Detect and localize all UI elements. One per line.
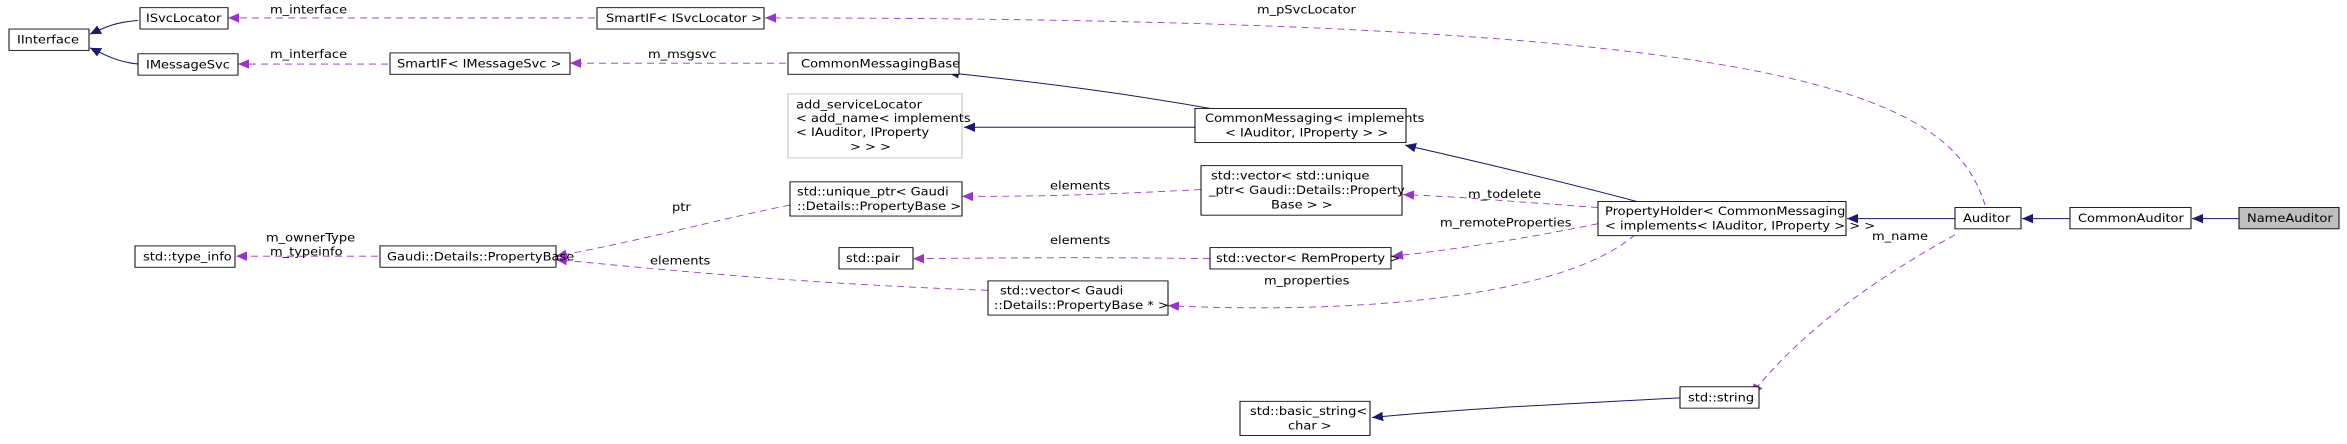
edge-label-m-psvclocator: m_pSvcLocator: [1257, 4, 1356, 17]
class-node-isvclocator[interactable]: ISvcLocator: [139, 7, 229, 30]
edge-label-m-properties: m_properties: [1264, 274, 1349, 287]
svg-text:std::vector< Gaudi: std::vector< Gaudi: [1000, 284, 1123, 297]
edge-labels: m_interface m_interface m_pSvcLocator m_…: [266, 4, 1928, 288]
svg-text:char >: char >: [1288, 419, 1332, 432]
svg-text:CommonMessaging< implements: CommonMessaging< implements: [1205, 112, 1424, 125]
edge-label-m-todelete: m_todelete: [1468, 188, 1541, 201]
svg-text:< IAuditor, IProperty > >: < IAuditor, IProperty > >: [1225, 127, 1388, 140]
svg-text:std::type_info: std::type_info: [143, 250, 232, 263]
class-node-add-servicelocator[interactable]: add_serviceLocator < add_name< implement…: [787, 93, 971, 159]
edge-vector-propertybase-ptr-to-propertybase: [555, 255, 989, 291]
svg-text:::Details::PropertyBase >: ::Details::PropertyBase >: [797, 200, 961, 213]
svg-text:add_serviceLocator: add_serviceLocator: [796, 98, 922, 111]
class-node-propertybase[interactable]: Gaudi::Details::PropertyBase: [379, 245, 574, 268]
svg-text:Gaudi::Details::PropertyBase: Gaudi::Details::PropertyBase: [387, 250, 574, 263]
class-node-nameauditor[interactable]: NameAuditor: [2238, 207, 2340, 230]
edge-label-m-name: m_name: [1872, 230, 1928, 243]
svg-text:::Details::PropertyBase * >: ::Details::PropertyBase * >: [994, 299, 1169, 312]
class-node-auditor[interactable]: Auditor: [1954, 207, 2022, 230]
nodes: IInterface ISvcLocator IMessageSvc Smart…: [8, 7, 2340, 436]
edge-label-elements: elements: [1050, 234, 1110, 247]
svg-text:std::vector< std::unique: std::vector< std::unique: [1211, 169, 1369, 182]
edge-label-ptr: ptr: [672, 201, 691, 214]
svg-text:std::unique_ptr< Gaudi: std::unique_ptr< Gaudi: [797, 185, 949, 198]
svg-text:< implements< IAuditor, IPrope: < implements< IAuditor, IProperty > > >: [1605, 220, 1875, 233]
svg-text:NameAuditor: NameAuditor: [2247, 212, 2333, 225]
class-node-unique-ptr-propertybase[interactable]: std::unique_ptr< Gaudi ::Details::Proper…: [789, 181, 963, 217]
edge-label-m-interface: m_interface: [270, 4, 347, 17]
class-node-vector-remproperty[interactable]: std::vector< RemProperty >: [1209, 247, 1400, 270]
edge-vector-uniqueptr-to-uniqueptr: [961, 189, 1202, 202]
edge-label-m-remoteproperties: m_remoteProperties: [1440, 216, 1572, 229]
class-node-imessagesvc[interactable]: IMessageSvc: [137, 53, 239, 76]
edge-label-m-interface: m_interface: [270, 48, 347, 61]
svg-text:CommonMessagingBase: CommonMessagingBase: [801, 57, 960, 70]
edge-propertyholder-to-vector-remproperty: [1391, 223, 1599, 260]
edge-auditor-to-stdstring: [1751, 234, 1956, 394]
svg-text:< add_name< implements: < add_name< implements: [796, 112, 971, 125]
svg-text:PropertyHolder< CommonMessagin: PropertyHolder< CommonMessaging: [1605, 205, 1845, 218]
class-node-commonmessaging[interactable]: CommonMessaging< implements < IAuditor, …: [1194, 108, 1424, 144]
class-node-commonauditor[interactable]: CommonAuditor: [2069, 207, 2192, 230]
edge-uniqueptr-to-propertybase: [555, 204, 791, 259]
svg-text:std::string: std::string: [1688, 391, 1754, 404]
class-node-std-type-info[interactable]: std::type_info: [134, 245, 236, 268]
svg-text:ISvcLocator: ISvcLocator: [146, 12, 221, 25]
edge-label-m-typeinfo: m_typeinfo: [270, 245, 343, 258]
class-node-smartif-isvclocator[interactable]: SmartIF< ISvcLocator >: [596, 7, 765, 30]
edge-imessagesvc-to-iinterface: [89, 47, 139, 65]
edge-stdstring-to-basicstring: [1371, 397, 1681, 422]
class-node-iinterface[interactable]: IInterface: [8, 28, 90, 51]
class-node-commonmessagingbase[interactable]: CommonMessagingBase: [787, 52, 960, 75]
edge-commonmessaging-to-commonmessagingbase: [947, 69, 1226, 112]
edge-auditor-to-smartif-isvclocator: [764, 13, 1986, 206]
class-node-std-pair[interactable]: std::pair: [838, 247, 914, 270]
svg-text:std::pair: std::pair: [846, 252, 900, 265]
edge-isvclocator-to-iinterface: [89, 19, 139, 35]
svg-text:std::basic_string<: std::basic_string<: [1250, 405, 1367, 418]
edge-label-m-msgsvc: m_msgsvc: [648, 48, 716, 61]
class-node-propertyholder[interactable]: PropertyHolder< CommonMessaging < implem…: [1597, 201, 1875, 237]
edge-propertyholder-to-vector-uniqueptr: [1402, 190, 1599, 208]
svg-text:IInterface: IInterface: [17, 33, 79, 46]
svg-text:std::vector< RemProperty >: std::vector< RemProperty >: [1216, 252, 1400, 265]
edge-label-elements: elements: [650, 255, 710, 268]
edge-label-elements: elements: [1050, 179, 1110, 192]
edges: [89, 13, 2239, 422]
svg-text:< IAuditor, IProperty: < IAuditor, IProperty: [796, 126, 929, 139]
class-node-basic-string[interactable]: std::basic_string< char >: [1239, 400, 1371, 436]
svg-text:CommonAuditor: CommonAuditor: [2078, 212, 2184, 225]
class-node-vector-unique-ptr[interactable]: std::vector< std::unique _ptr< Gaudi::De…: [1200, 165, 1405, 216]
class-node-std-string[interactable]: std::string: [1679, 386, 1760, 409]
svg-text:_ptr< Gaudi::Details::Property: _ptr< Gaudi::Details::Property: [1208, 184, 1405, 197]
svg-text:Auditor: Auditor: [1963, 212, 2010, 225]
svg-text:IMessageSvc: IMessageSvc: [146, 58, 230, 71]
svg-text:> > >: > > >: [850, 140, 891, 153]
edge-propertyholder-to-vector-propertybase-ptr: [1167, 234, 1636, 311]
edge-propertyholder-to-commonmessaging: [1404, 143, 1641, 203]
class-node-smartif-imessagesvc[interactable]: SmartIF< IMessageSvc >: [389, 52, 571, 75]
class-node-vector-propertybase-ptr[interactable]: std::vector< Gaudi ::Details::PropertyBa…: [987, 280, 1169, 316]
edge-label-m-ownertype: m_ownerType: [266, 232, 355, 245]
edge-vector-remproperty-to-stdpair: [912, 253, 1211, 264]
svg-text:Base > >: Base > >: [1271, 198, 1333, 211]
svg-text:SmartIF< IMessageSvc >: SmartIF< IMessageSvc >: [397, 57, 561, 70]
svg-text:SmartIF< ISvcLocator >: SmartIF< ISvcLocator >: [606, 12, 762, 25]
